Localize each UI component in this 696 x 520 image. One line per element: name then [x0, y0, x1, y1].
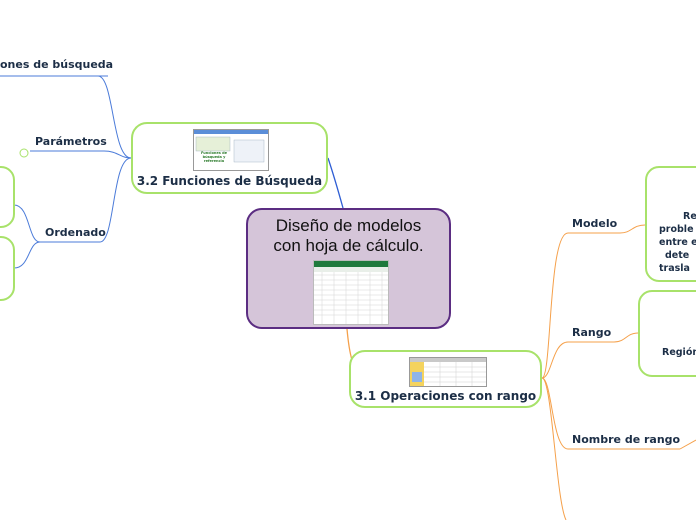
central-title-line2: con hoja de cálculo. — [248, 236, 449, 256]
ordenado-child-2[interactable] — [0, 236, 15, 301]
modelo-detail-line4: dete — [659, 249, 696, 262]
modelo-detail-line5: trasla — [659, 262, 696, 275]
spreadsheet-thumbnail — [313, 260, 389, 325]
connector-modelo-detail — [620, 225, 645, 233]
rango-detail-box[interactable]: Región — [638, 290, 696, 377]
modelo-detail-line1: Rec — [659, 210, 696, 223]
subtopic-rango[interactable]: Rango — [572, 326, 611, 339]
connector-rango-detail — [614, 333, 638, 342]
rango-detail-text: Región — [662, 346, 696, 359]
collapse-indicator — [20, 149, 28, 157]
subtopic-parametros[interactable]: Parámetros — [35, 135, 107, 148]
ordenado-child-1[interactable] — [0, 166, 15, 228]
spreadsheet-icon — [194, 130, 268, 170]
central-title-line1: Diseño de modelos — [248, 216, 449, 236]
subtopic-nombre-rango[interactable]: Nombre de rango — [572, 433, 680, 446]
rango-thumbnail — [409, 357, 487, 387]
spreadsheet-icon — [410, 358, 486, 386]
thumbnail-caption: Funciones de búsqueda y referencia — [199, 151, 229, 163]
central-title: Diseño de modelos con hoja de cálculo. — [248, 216, 449, 256]
connector-ordenado-left2 — [14, 242, 40, 268]
central-topic[interactable]: Diseño de modelos con hoja de cálculo. — [246, 208, 451, 329]
connector-ordenado-left1 — [14, 205, 40, 242]
modelo-detail-line3: entre e — [659, 236, 696, 249]
thumbnail-caption-line3: referencia — [199, 159, 229, 163]
connector-rango — [542, 342, 614, 378]
subtopic-funciones[interactable]: ones de búsqueda — [0, 58, 113, 71]
busqueda-thumbnail: Funciones de búsqueda y referencia — [193, 129, 269, 171]
subtopic-ordenado[interactable]: Ordenado — [45, 226, 106, 239]
subtopic-modelo[interactable]: Modelo — [572, 217, 617, 230]
modelo-detail-line2: proble — [659, 223, 696, 236]
connector-nombre-tail — [680, 440, 696, 449]
connector-central-busqueda — [328, 158, 343, 208]
topic-busqueda[interactable]: Funciones de búsqueda y referencia 3.2 F… — [131, 122, 328, 194]
topic-busqueda-label: 3.2 Funciones de Búsqueda — [133, 174, 326, 188]
topic-rango[interactable]: 3.1 Operaciones con rango — [349, 350, 542, 408]
modelo-detail-text: Rec proble entre e dete trasla — [659, 210, 696, 275]
connector-parametros — [30, 151, 131, 158]
modelo-detail-box[interactable]: Rec proble entre e dete trasla — [645, 166, 696, 282]
topic-rango-label: 3.1 Operaciones con rango — [351, 389, 540, 403]
connector-bottom — [542, 378, 566, 520]
